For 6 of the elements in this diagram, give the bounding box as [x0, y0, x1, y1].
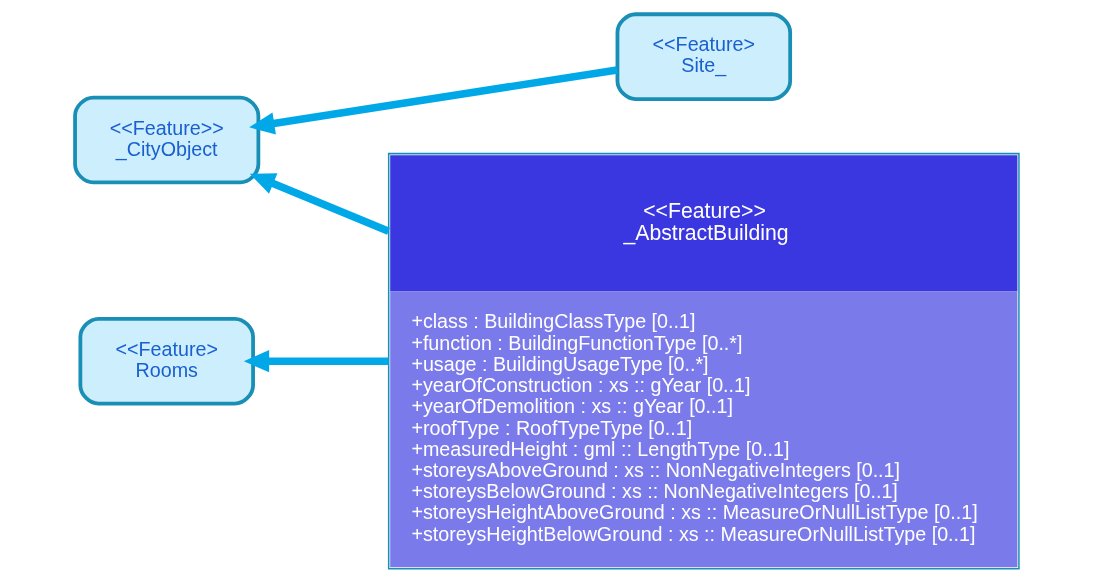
- arrow: [249, 173, 390, 235]
- arrow: [248, 66, 618, 135]
- node-box: <<Feature>> _CityObject: [72, 95, 260, 185]
- node-box: <<Feature> Site_: [615, 12, 792, 101]
- arrow: [243, 350, 389, 373]
- node-box: <<Feature> Rooms: [77, 316, 255, 406]
